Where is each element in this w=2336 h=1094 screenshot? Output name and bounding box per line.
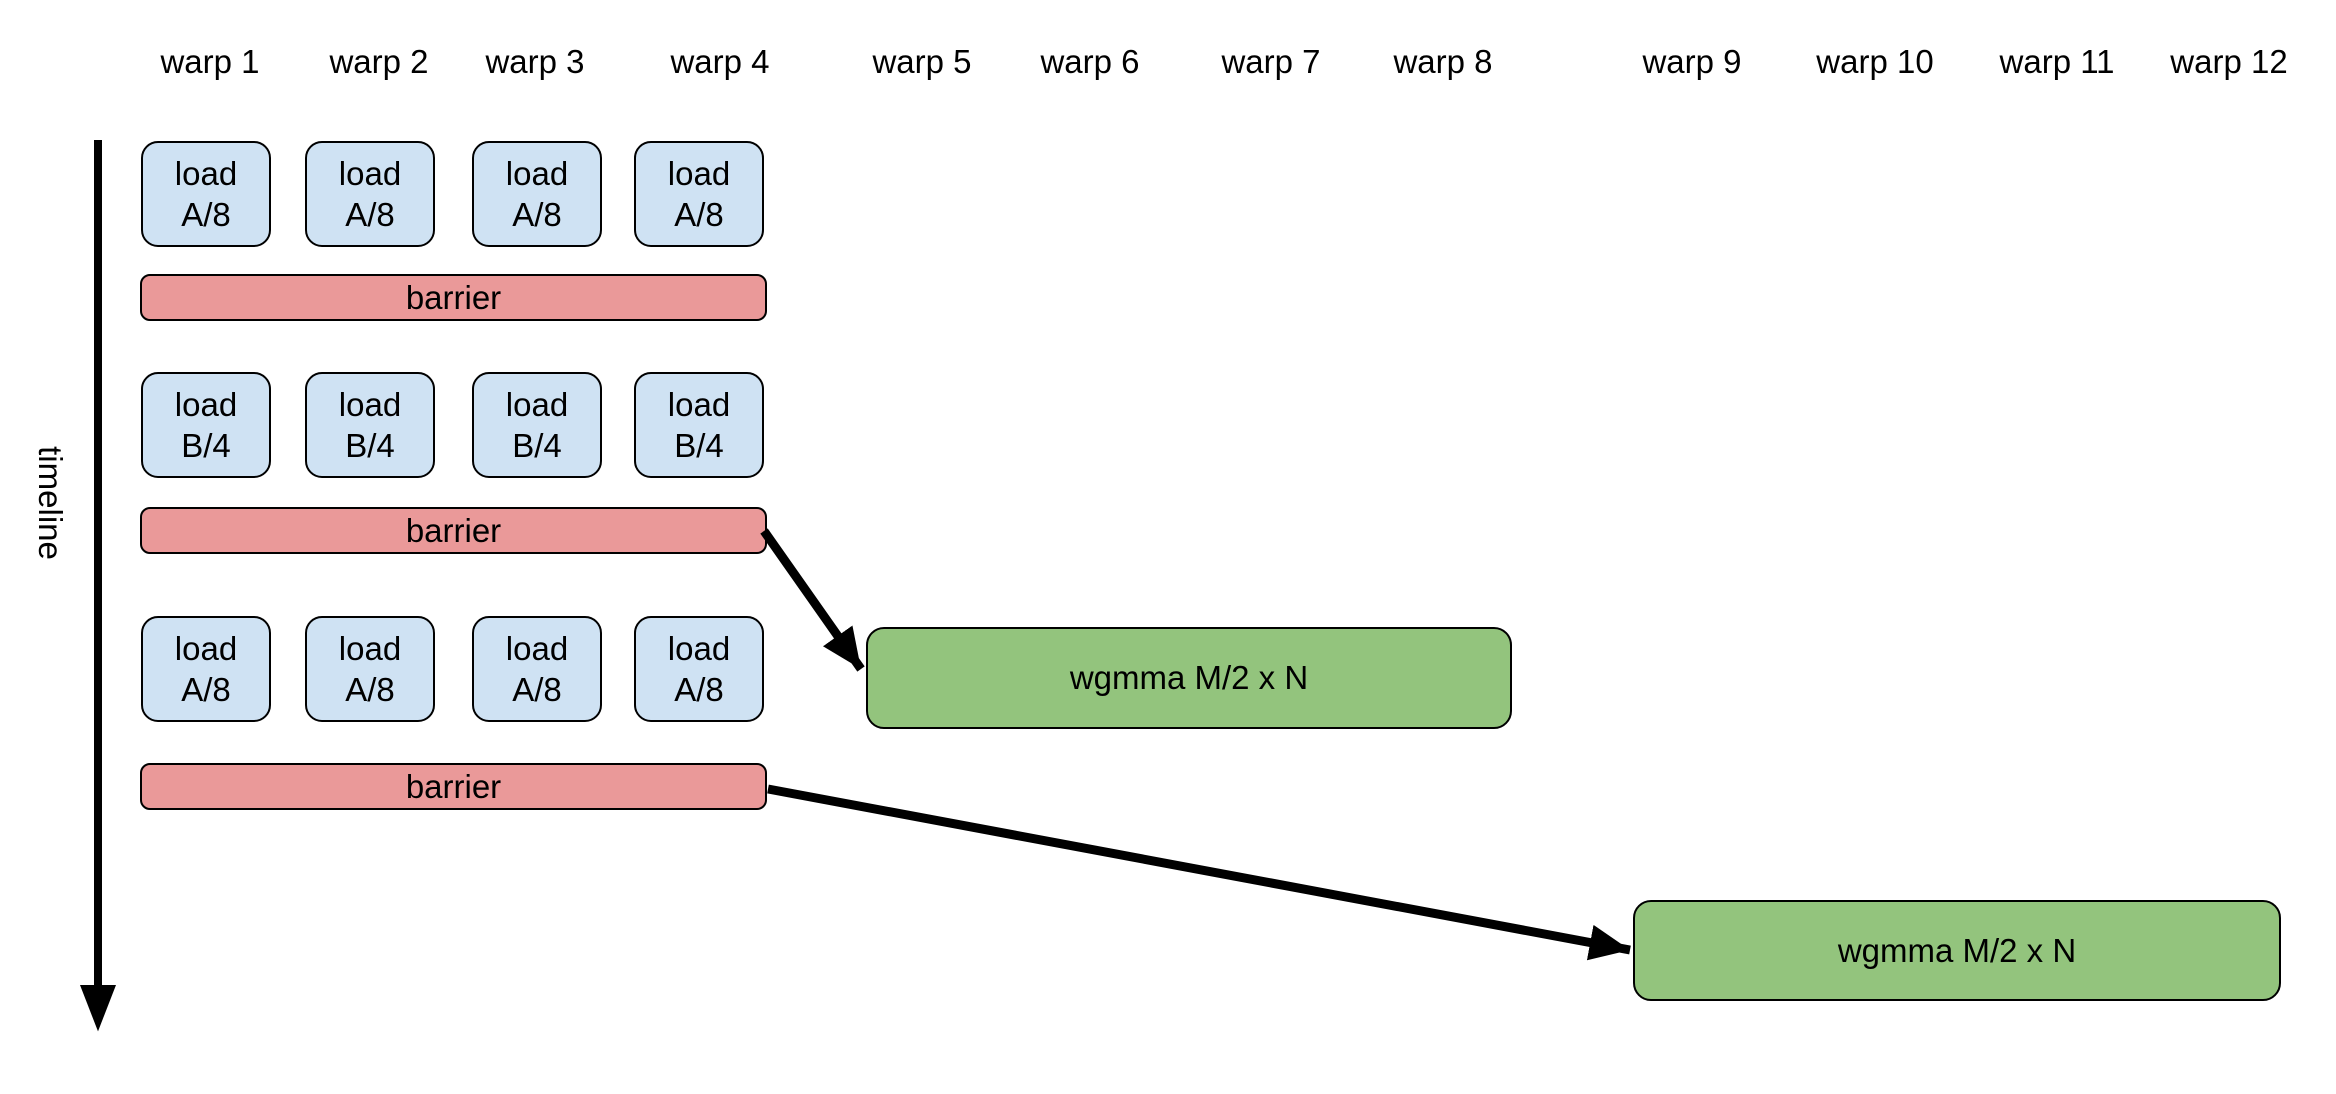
load-box-label: B/4: [674, 427, 724, 464]
load-box: load A/8: [472, 616, 602, 722]
warp-label-9: warp 9: [1642, 43, 1742, 80]
load-box: load A/8: [634, 616, 764, 722]
wgmma-label: wgmma M/2 x N: [1837, 931, 2077, 969]
load-box-label: A/8: [345, 196, 395, 233]
timeline-label: timeline: [32, 446, 69, 560]
barrier-bar: barrier: [140, 507, 767, 554]
load-box-label: load: [667, 155, 731, 192]
warp-label-11: warp 11: [1999, 43, 2115, 80]
barrier-label: barrier: [405, 278, 502, 316]
warp-label-4: warp 4: [670, 43, 770, 80]
load-box: load B/4: [634, 372, 764, 478]
wgmma-label: wgmma M/2 x N: [1069, 659, 1309, 696]
load-box: load A/8: [634, 141, 764, 247]
load-box-label: load: [174, 630, 238, 667]
load-box-label: load: [174, 386, 238, 423]
warp-label-5: warp 5: [872, 43, 972, 80]
warp-label-10: warp 10: [1816, 43, 1934, 80]
load-box: load A/8: [472, 141, 602, 247]
load-box: load A/8: [141, 616, 271, 722]
warp-label-2: warp 2: [329, 43, 429, 80]
warp-label-6: warp 6: [1040, 43, 1140, 80]
barrier-label: barrier: [405, 511, 502, 549]
load-box-label: B/4: [181, 427, 231, 464]
load-box-label: load: [174, 155, 238, 192]
barrier-bar: barrier: [140, 274, 767, 321]
load-box-label: load: [338, 155, 402, 192]
wgmma-box-1: wgmma M/2 x N: [866, 627, 1512, 729]
load-box-label: load: [338, 630, 402, 667]
load-box: load B/4: [141, 372, 271, 478]
load-box-label: B/4: [512, 427, 562, 464]
warp-label-1: warp 1: [160, 43, 260, 80]
barrier-to-wgmma-arrow-1: [760, 528, 865, 672]
warp-label-12: warp 12: [2170, 43, 2288, 80]
load-box-label: A/8: [345, 671, 395, 708]
load-box-label: B/4: [345, 427, 395, 464]
load-box-label: load: [667, 630, 731, 667]
barrier-to-wgmma-arrow-2: [767, 784, 1631, 961]
load-box-label: load: [505, 155, 569, 192]
load-box-label: A/8: [181, 196, 231, 233]
load-box-label: load: [505, 630, 569, 667]
warp-label-7: warp 7: [1221, 43, 1321, 80]
load-box: load B/4: [472, 372, 602, 478]
load-box: load B/4: [305, 372, 435, 478]
load-box: load A/8: [305, 141, 435, 247]
load-box-label: A/8: [181, 671, 231, 708]
load-box-label: load: [667, 386, 731, 423]
load-box-label: load: [505, 386, 569, 423]
barrier-label: barrier: [405, 767, 502, 805]
load-box: load A/8: [305, 616, 435, 722]
load-box: load A/8: [141, 141, 271, 247]
load-box-label: A/8: [512, 196, 562, 233]
wgmma-box-2: wgmma M/2 x N: [1633, 900, 2281, 1001]
warp-label-3: warp 3: [485, 43, 585, 80]
load-box-label: A/8: [674, 671, 724, 708]
load-box-label: load: [338, 386, 402, 423]
load-box-label: A/8: [512, 671, 562, 708]
load-box-label: A/8: [674, 196, 724, 233]
warp-label-8: warp 8: [1393, 43, 1493, 80]
barrier-bar: barrier: [140, 763, 767, 810]
